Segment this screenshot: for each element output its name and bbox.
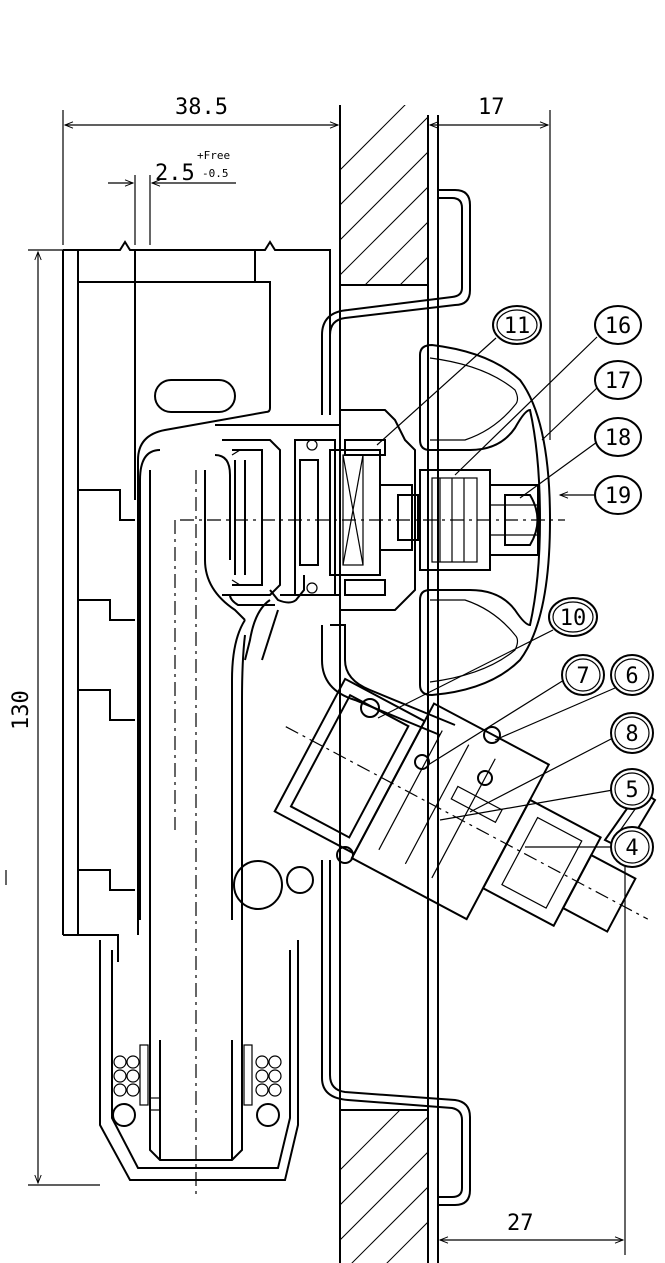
callout-5: 5 xyxy=(439,768,654,821)
callout-8: 8 xyxy=(469,712,654,813)
callout-17: 17 xyxy=(541,360,642,441)
svg-text:8: 8 xyxy=(625,722,638,747)
callout-11: 11 xyxy=(376,305,542,446)
callout-16: 16 xyxy=(454,305,642,476)
dimension-130 xyxy=(28,249,100,1186)
callout-10: 10 xyxy=(377,597,598,719)
svg-text:7: 7 xyxy=(576,664,589,689)
callout-7: 7 xyxy=(427,654,605,766)
callout-18: 18 xyxy=(519,417,642,499)
svg-text:4: 4 xyxy=(625,836,638,861)
callout-4: 4 xyxy=(525,826,654,868)
horizontal-cartridge xyxy=(180,409,565,661)
tolerance-minus-label: -0.5 xyxy=(202,167,229,180)
dimension-label-27: 27 xyxy=(507,1211,534,1236)
mounting-bracket-top xyxy=(321,189,471,415)
dimension-label-17: 17 xyxy=(478,95,505,120)
svg-text:11: 11 xyxy=(504,314,531,339)
vertical-cartridge xyxy=(99,449,299,1195)
dimension-label-2-5: 2.5 xyxy=(155,161,195,186)
dimension-label-38-5: 38.5 xyxy=(175,95,228,120)
dimension-27 xyxy=(438,840,626,1255)
spring-stack-right xyxy=(243,1044,282,1127)
mounting-bracket-bottom xyxy=(321,860,471,1206)
svg-text:10: 10 xyxy=(560,606,587,631)
valve-body-housing xyxy=(62,240,331,962)
svg-text:18: 18 xyxy=(605,426,632,451)
svg-text:5: 5 xyxy=(625,778,638,803)
dimension-2-5 xyxy=(108,175,236,245)
svg-text:17: 17 xyxy=(605,369,632,394)
dimension-17 xyxy=(428,110,551,440)
dimension-label-130: 130 xyxy=(9,690,34,730)
tolerance-plus-label: +Free xyxy=(197,149,230,162)
spring-stack-left xyxy=(112,1044,149,1127)
svg-text:16: 16 xyxy=(605,314,632,339)
svg-text:19: 19 xyxy=(605,484,632,509)
handle-knob xyxy=(419,343,552,697)
dimension-38-5 xyxy=(62,105,341,245)
callout-6: 6 xyxy=(494,654,654,741)
svg-text:6: 6 xyxy=(625,664,638,689)
callout-19: 19 xyxy=(558,475,642,515)
